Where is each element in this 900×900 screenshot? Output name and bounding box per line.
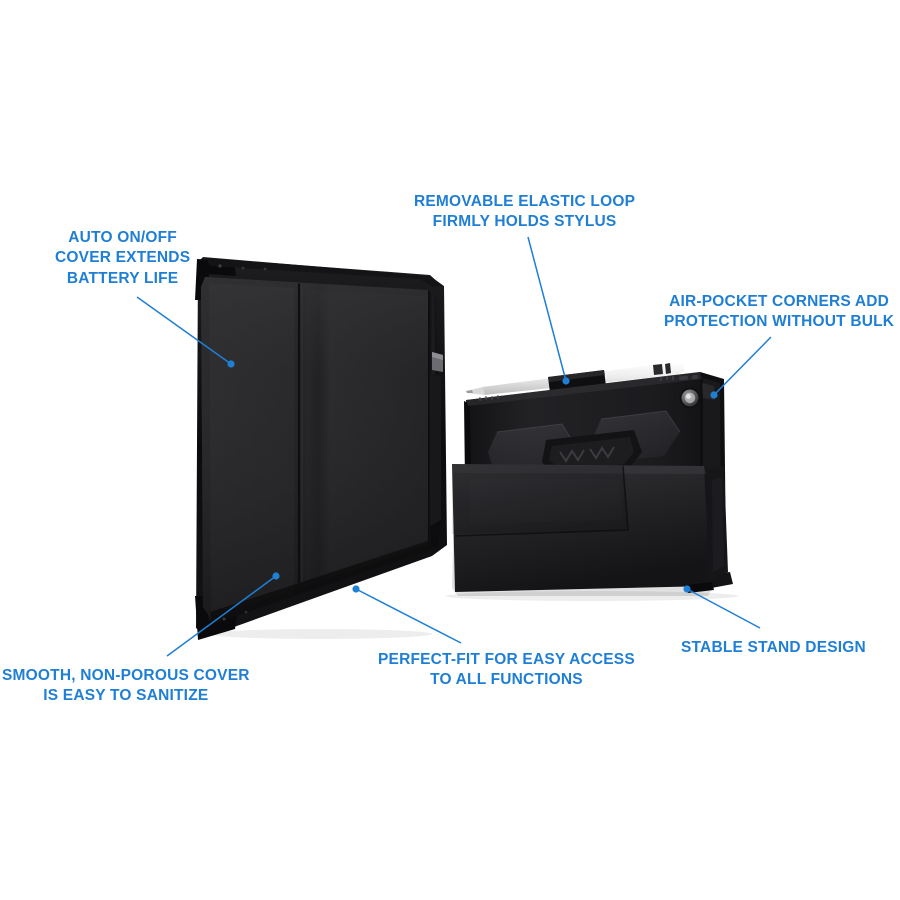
callout-line: SMOOTH, NON-POROUS COVER [2,667,250,684]
callout-line: COVER EXTENDS [55,249,191,267]
callout-line: IS EASY TO SANITIZE [43,687,209,705]
callout-auto-on-off: AUTO ON/OFF COVER EXTENDS BATTERY LIFE [55,228,190,289]
callout-line: BATTERY LIFE [66,269,179,287]
callout-line: PERFECT-FIT FOR EASY ACCESS [378,651,635,668]
callout-perfect-fit: PERFECT-FIT FOR EASY ACCESS TO ALL FUNCT… [378,650,635,691]
kickstand-flap [452,464,733,596]
callout-line: AUTO ON/OFF [68,229,177,246]
callout-line: REMOVABLE ELASTIC LOOP [414,193,636,210]
callout-smooth-cover: SMOOTH, NON-POROUS COVER IS EASY TO SANI… [2,666,250,707]
product-rugged-back [446,362,738,601]
callout-line: PROTECTION WITHOUT BULK [664,313,895,331]
product-folio-front [195,257,447,640]
callout-line: AIR-POCKET CORNERS ADD [669,293,890,310]
callout-line: TO ALL FUNCTIONS [430,671,583,689]
callout-line: STABLE STAND DESIGN [681,639,866,656]
callout-line: FIRMLY HOLDS STYLUS [432,213,617,231]
callout-air-pocket-corners: AIR-POCKET CORNERS ADD PROTECTION WITHOU… [664,292,894,333]
callout-stable-stand: STABLE STAND DESIGN [681,638,866,658]
camera-ring [679,387,701,409]
callout-elastic-loop: REMOVABLE ELASTIC LOOP FIRMLY HOLDS STYL… [414,192,635,233]
